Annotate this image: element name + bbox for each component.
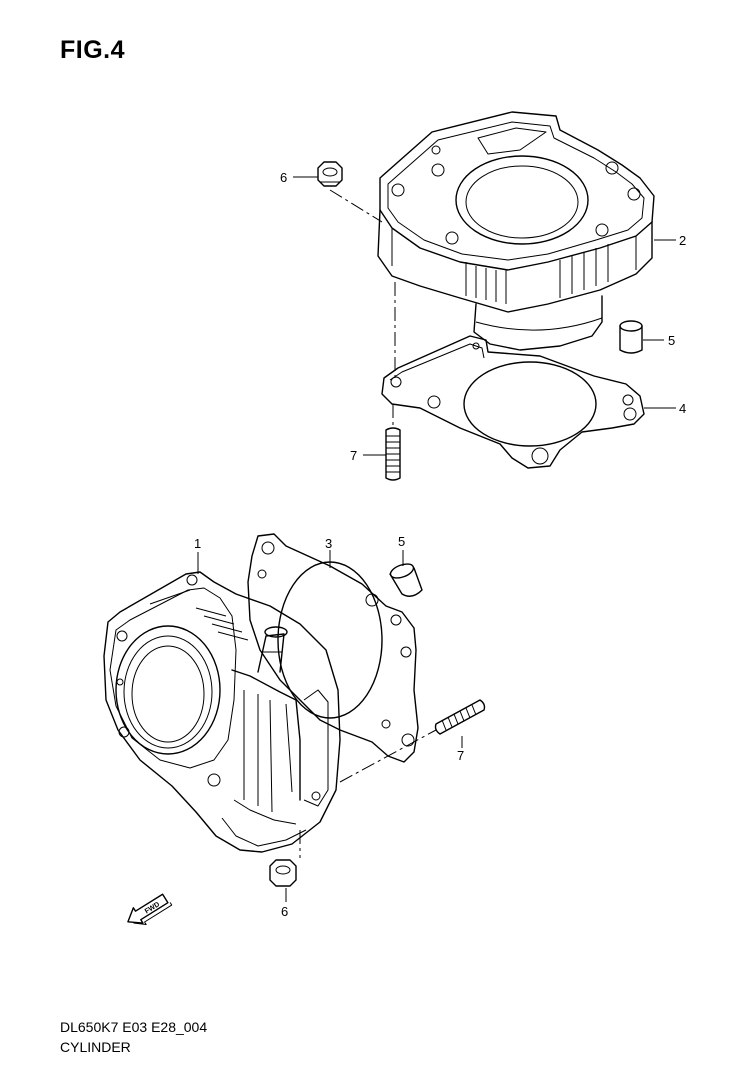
bottom-cylinder [103,571,341,853]
top-cylinder [377,111,655,351]
callout-bottom-nut: 6 [281,904,288,919]
callout-top-gasket: 4 [679,401,686,416]
fwd-arrow-icon: FWD [127,893,173,926]
callout-bottom-stud: 7 [457,748,464,763]
callout-bottom-gasket: 3 [325,536,332,551]
bottom-stud-bolt [434,699,486,735]
top-stud-bolt [385,427,401,481]
callout-bottom-dowel: 5 [398,534,405,549]
callout-top-cylinder: 2 [679,233,686,248]
bottom-nut [269,859,297,887]
figure-name: CYLINDER [60,1039,131,1055]
bottom-dowel-pin [389,563,423,597]
bottom-assembly: 1 3 5 7 6 [103,533,486,919]
callout-bottom-cylinder: 1 [194,536,201,551]
callout-top-nut: 6 [280,170,287,185]
top-assembly: 6 2 5 4 7 [280,111,686,481]
figure-title: FIG.4 [60,36,126,64]
figure-code: DL650K7 E03 E28_004 [60,1019,208,1035]
bottom-cylinder-gasket [247,533,419,763]
callout-top-stud: 7 [350,448,357,463]
callout-top-dowel: 5 [668,333,675,348]
top-cylinder-gasket [381,335,645,469]
top-nut [317,161,343,187]
top-dowel-pin [619,320,643,354]
